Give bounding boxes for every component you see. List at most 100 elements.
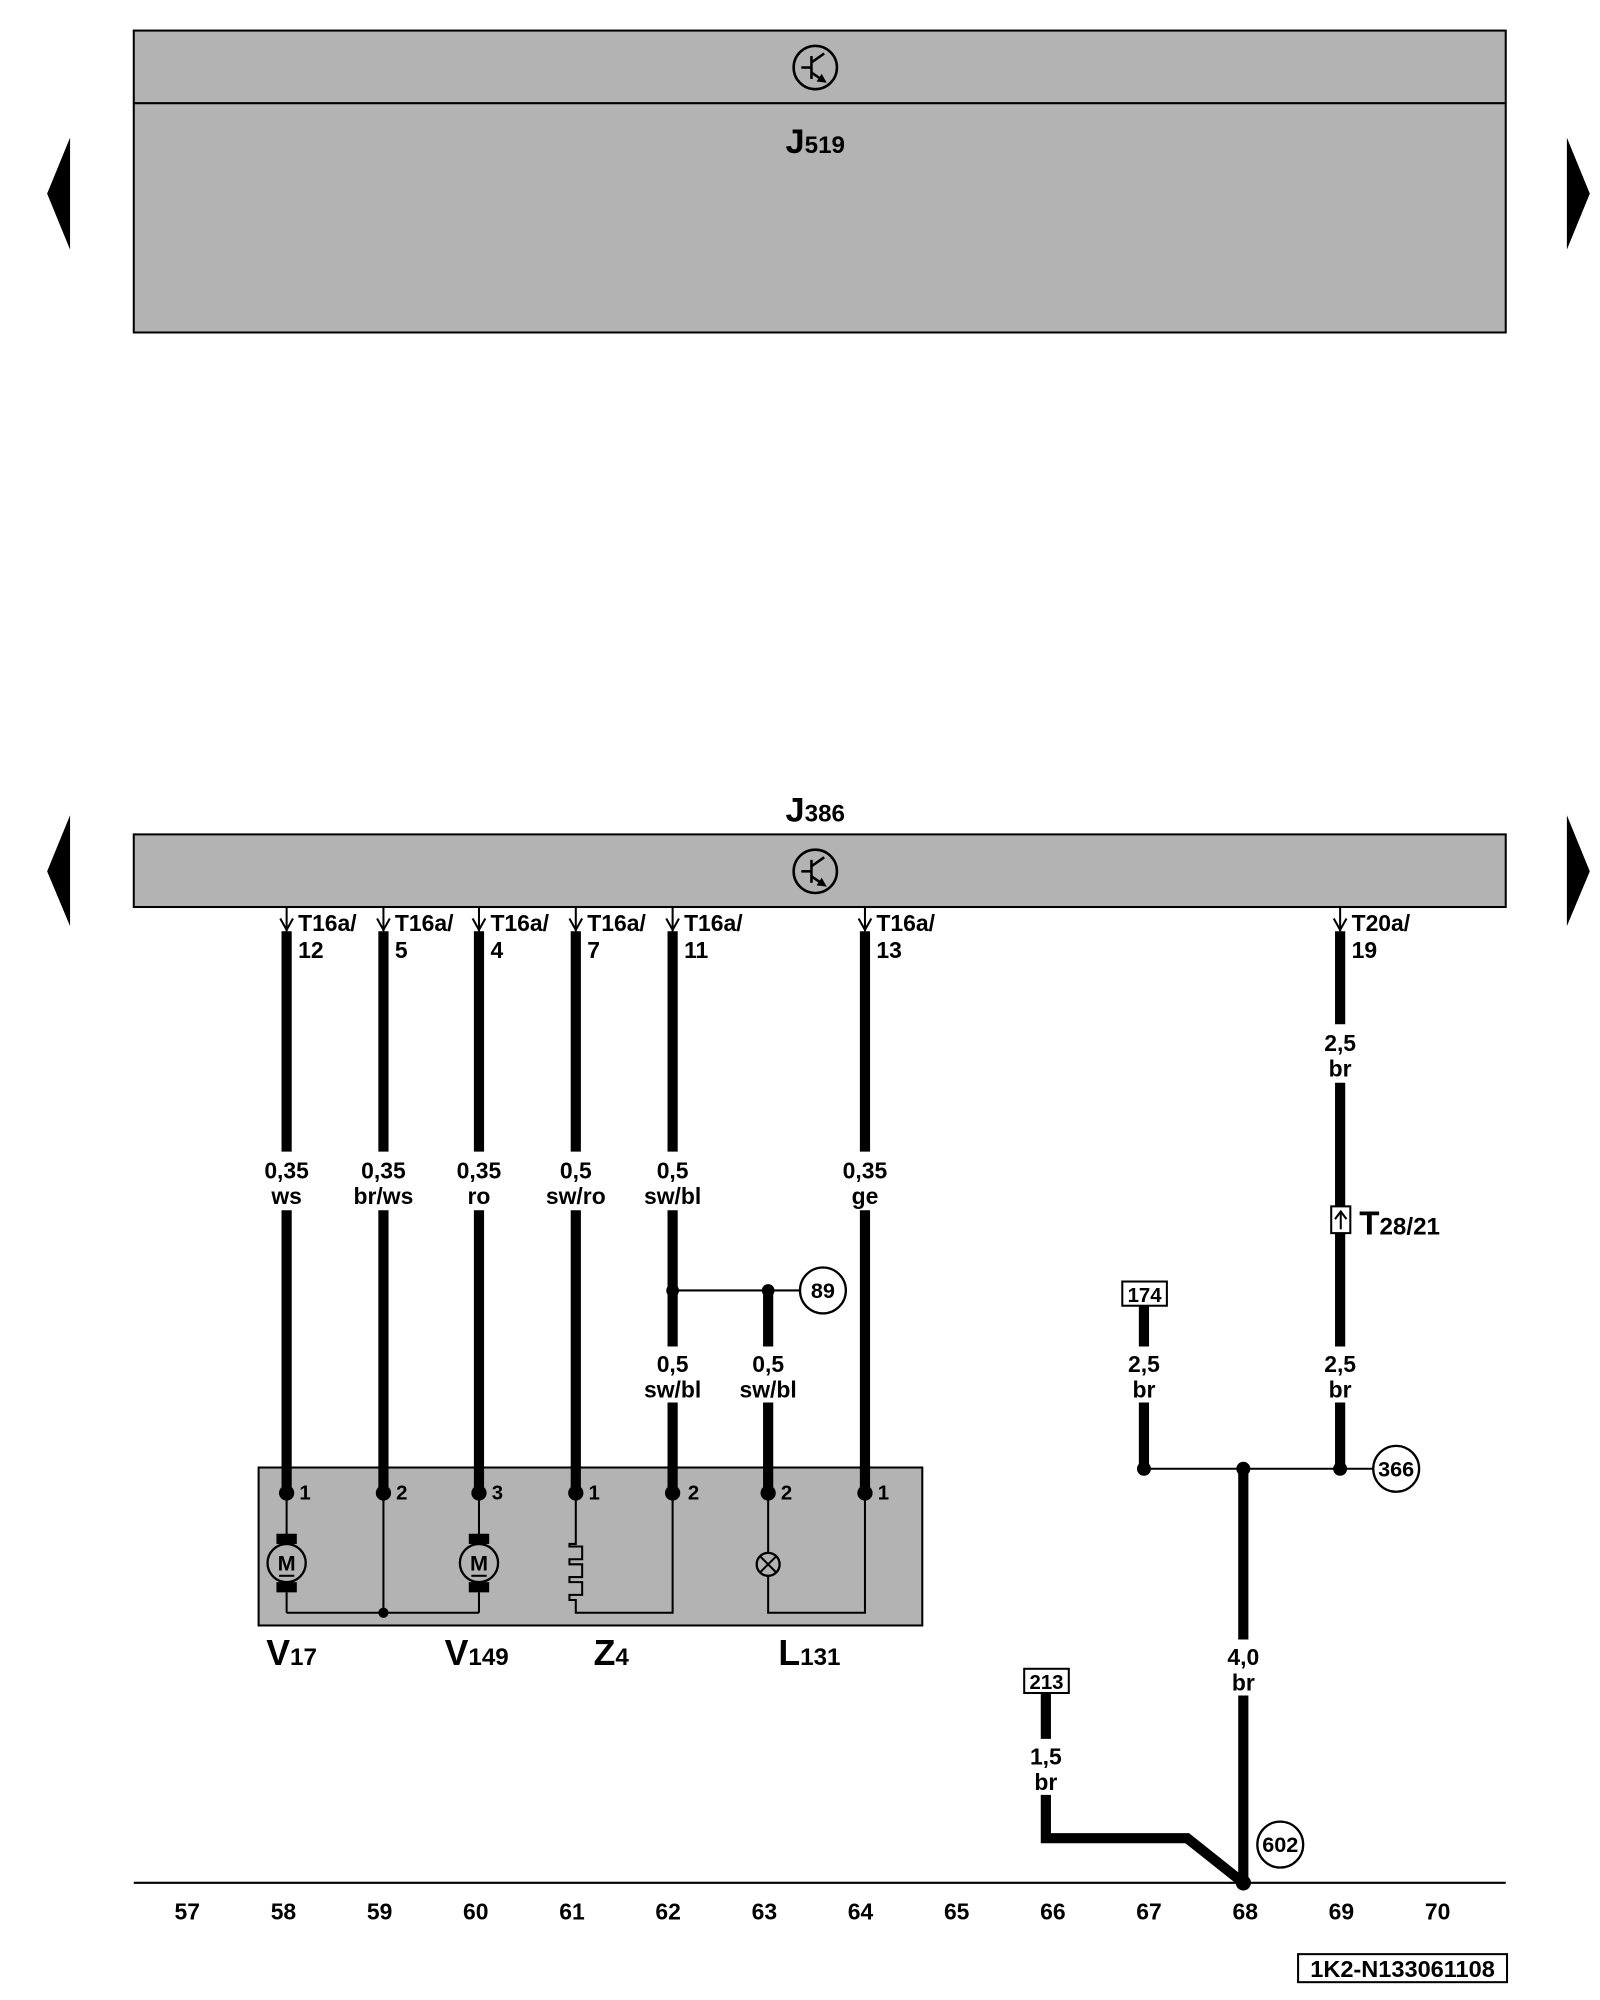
icon-collector bbox=[810, 856, 825, 868]
component-housing bbox=[257, 1466, 924, 1627]
wire-color: br bbox=[1329, 1055, 1352, 1081]
previous-page-arrow[interactable] bbox=[47, 137, 71, 250]
wire-color: sw/ro bbox=[546, 1183, 606, 1209]
continuation-box bbox=[1121, 1280, 1168, 1307]
wire-cross-section: 1,5 bbox=[1030, 1743, 1062, 1769]
next-page-arrow[interactable] bbox=[1566, 815, 1590, 927]
connector-name: T20a/ bbox=[1352, 910, 1411, 936]
arrow-up-icon bbox=[1334, 1209, 1348, 1230]
connector-name: T16a/ bbox=[876, 910, 935, 936]
pin-dot bbox=[375, 1485, 392, 1501]
wire-color: ws bbox=[270, 1183, 302, 1209]
wire-cross-section: 0,5 bbox=[657, 1351, 689, 1377]
diagram-reference-box bbox=[1297, 1953, 1509, 1984]
wire-color: sw/bl bbox=[644, 1183, 701, 1209]
component-number: 386 bbox=[805, 801, 845, 828]
junction-dot bbox=[666, 1284, 679, 1297]
icon-collector bbox=[810, 52, 825, 64]
connector-pin: 4 bbox=[490, 937, 503, 963]
junction-dot bbox=[1333, 1461, 1348, 1476]
component-letter: V bbox=[266, 1633, 290, 1673]
connector-name: T16a/ bbox=[684, 910, 743, 936]
wire-cross-section: 4,0 bbox=[1227, 1644, 1259, 1670]
continuation-box bbox=[1023, 1667, 1070, 1695]
branch-wire-213: 213 1,5 br bbox=[1023, 1667, 1247, 1887]
control-unit-icon-ring bbox=[792, 44, 839, 91]
wire-color: br bbox=[1034, 1769, 1057, 1795]
current-track-number: 60 bbox=[463, 1899, 488, 1925]
diagram-reference: 1K2-N133061108 bbox=[1297, 1953, 1509, 1984]
component-number: 4 bbox=[615, 1644, 629, 1671]
junction-dot bbox=[378, 1607, 389, 1618]
pin-number: 2 bbox=[688, 1482, 699, 1504]
component-labels: V17 V149 Z4 L131 bbox=[266, 1633, 840, 1673]
connection-circle bbox=[1256, 1820, 1305, 1869]
wire-color: br bbox=[1329, 1376, 1352, 1402]
current-track-number: 65 bbox=[944, 1899, 970, 1925]
component-letter: Z bbox=[594, 1633, 616, 1673]
continuation-number: 174 bbox=[1128, 1285, 1163, 1307]
wire-t16a-12: T16a/ 12 0,35 ws bbox=[264, 907, 357, 1493]
previous-page-arrow[interactable] bbox=[47, 815, 71, 927]
pin-number: 2 bbox=[781, 1482, 792, 1504]
wire-color: br bbox=[1232, 1669, 1255, 1695]
connection-number: 366 bbox=[1378, 1456, 1414, 1481]
connection-circle bbox=[798, 1266, 848, 1315]
connector-arrow-head bbox=[1332, 917, 1348, 933]
pin-dot bbox=[760, 1485, 776, 1501]
current-track-number: 69 bbox=[1329, 1899, 1354, 1925]
component-v149: M bbox=[458, 1492, 500, 1613]
pin-number: 1 bbox=[299, 1482, 310, 1504]
current-track-number: 62 bbox=[655, 1899, 680, 1925]
component-label-v149: V149 bbox=[445, 1633, 509, 1673]
connector-name: T16a/ bbox=[298, 910, 357, 936]
wire-cross-section: 0,5 bbox=[752, 1351, 784, 1377]
connector-arrow-head bbox=[471, 917, 487, 933]
connector-pin: 12 bbox=[298, 937, 323, 963]
current-track-number: 57 bbox=[175, 1899, 200, 1925]
connector-arrow-head bbox=[857, 917, 873, 933]
connector-name: T16a/ bbox=[587, 910, 646, 936]
control-unit-body bbox=[132, 29, 1507, 334]
junction-dot bbox=[1136, 1461, 1151, 1476]
inline-connector-t28-21: T28/21 bbox=[1330, 1205, 1440, 1242]
wire-cross-section: 0,35 bbox=[361, 1157, 406, 1183]
component-l131 bbox=[755, 1492, 866, 1614]
connector-letter: T bbox=[1359, 1205, 1379, 1242]
connector-arrow-head bbox=[376, 917, 391, 933]
wire-cross-section: 0,35 bbox=[843, 1157, 888, 1183]
branch-wire-ground: 4,0 br 602 bbox=[1227, 1468, 1305, 1883]
current-track-number: 68 bbox=[1232, 1899, 1258, 1925]
control-unit-body bbox=[132, 833, 1507, 909]
component-number: 149 bbox=[468, 1644, 508, 1671]
wire-t16a-13: T16a/ 13 0,35 ge bbox=[843, 907, 936, 1493]
pin-number: 3 bbox=[492, 1482, 503, 1504]
control-unit-icon-ring bbox=[792, 848, 839, 895]
icon-arrowhead bbox=[816, 73, 827, 83]
arrow-up-head bbox=[1334, 1209, 1348, 1220]
wire-color: sw/bl bbox=[644, 1376, 701, 1402]
junction-dot bbox=[1236, 1461, 1251, 1476]
diagram-reference-text: 1K2-N133061108 bbox=[1310, 1956, 1495, 1982]
wire-color: ro bbox=[468, 1183, 491, 1209]
bulb-cross bbox=[759, 1555, 777, 1573]
next-page-arrow[interactable] bbox=[1566, 137, 1590, 250]
connection-circle-602: 602 bbox=[1256, 1820, 1305, 1869]
wire-color: sw/bl bbox=[740, 1376, 797, 1402]
junction-dot bbox=[761, 1284, 775, 1297]
control-unit-j386: J386 bbox=[132, 792, 1507, 909]
control-unit-label: J386 bbox=[786, 792, 845, 830]
control-unit-label: J519 bbox=[786, 123, 845, 161]
wire-cross-section: 2,5 bbox=[1324, 1351, 1356, 1377]
component-label-v17: V17 bbox=[266, 1633, 317, 1673]
pin-number: 2 bbox=[396, 1482, 407, 1504]
pin-dot bbox=[568, 1485, 584, 1501]
current-track-number: 63 bbox=[752, 1899, 777, 1925]
pin-dot bbox=[471, 1485, 487, 1501]
component-letter: J bbox=[786, 792, 805, 830]
pin-dot bbox=[664, 1485, 681, 1501]
wire-cross-section: 0,5 bbox=[657, 1157, 689, 1183]
connector-name: T16a/ bbox=[395, 910, 454, 936]
motor-brush bbox=[468, 1533, 490, 1544]
wire-t16a-5: T16a/ 5 0,35 br/ws bbox=[354, 907, 454, 1493]
